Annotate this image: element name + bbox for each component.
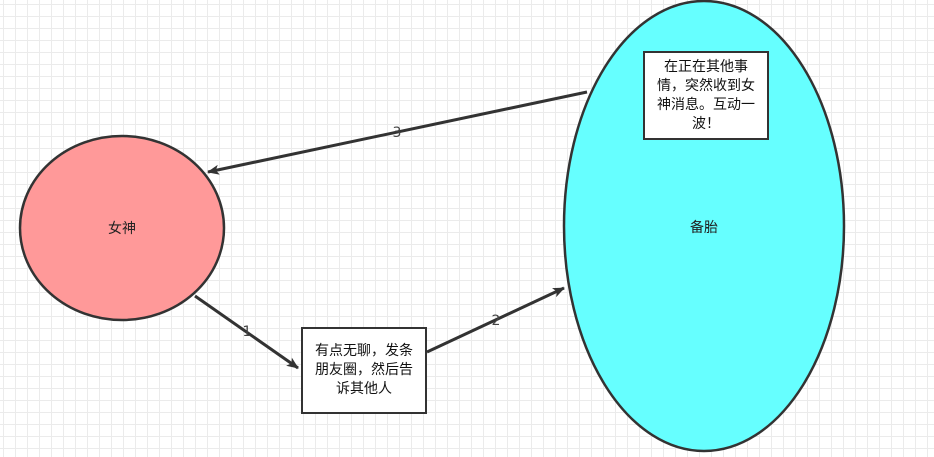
- post-moments-note[interactable]: 有点无聊，发条朋友圈，然后告诉其他人: [301, 327, 427, 414]
- edge-3-line: [207, 90, 588, 175]
- edge-3-label: 3: [393, 125, 402, 141]
- backup-node-label: 备胎: [690, 219, 718, 236]
- goddess-node[interactable]: [18, 134, 226, 322]
- edge-1-line: [194, 294, 299, 370]
- edge-2-line: [426, 286, 565, 354]
- receive-message-note-text: 在正在其他事情，突然收到女神消息。互动一波！: [657, 58, 755, 132]
- edge-1-label: 1: [243, 324, 252, 340]
- edge-2-label: 2: [492, 313, 501, 329]
- goddess-node-label: 女神: [108, 220, 136, 237]
- receive-message-note[interactable]: 在正在其他事情，突然收到女神消息。互动一波！: [643, 51, 769, 140]
- post-moments-note-text: 有点无聊，发条朋友圈，然后告诉其他人: [315, 343, 413, 397]
- backup-node[interactable]: [562, 0, 846, 453]
